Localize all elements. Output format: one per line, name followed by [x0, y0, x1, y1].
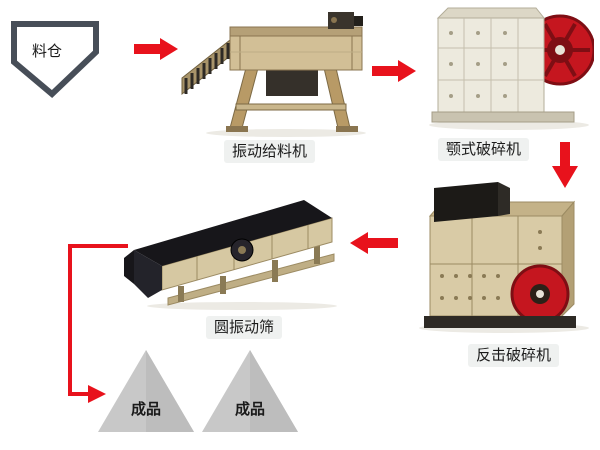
- product-pile-2: 成品: [202, 350, 298, 432]
- product-label: 成品: [234, 401, 265, 418]
- impact-crusher-node: [412, 176, 592, 336]
- impact-crusher-label: 反击破碎机: [468, 344, 560, 367]
- elbow-arrow-icon: [68, 244, 128, 403]
- jaw-crusher-illustration: [429, 7, 594, 130]
- product-label: 成品: [130, 401, 161, 418]
- arrow-right-icon: [134, 38, 178, 60]
- hopper-node: 料仓: [8, 16, 118, 102]
- vibrating-screen-node: [122, 190, 352, 310]
- product-pile-1: 成品: [98, 350, 194, 432]
- jaw-crusher-node: [424, 4, 594, 134]
- impact-crusher-illustration: [419, 182, 589, 333]
- hopper-label: 料仓: [32, 43, 63, 60]
- vibrating-feeder-illustration: [181, 12, 366, 137]
- vibrating-feeder-node: [178, 8, 373, 138]
- vibrating-screen-illustration: [124, 200, 337, 310]
- vibrating-feeder-label: 振动给料机: [224, 140, 316, 163]
- jaw-crusher-label: 颚式破碎机: [438, 138, 530, 161]
- arrow-down-icon: [552, 142, 578, 188]
- arrow-right-icon: [372, 60, 416, 82]
- arrow-left-icon: [350, 232, 398, 254]
- stone-pile-icon: [98, 350, 194, 432]
- hopper-icon: [11, 21, 99, 99]
- stone-pile-icon: [202, 350, 298, 432]
- vibrating-screen-label: 圆振动筛: [206, 316, 283, 339]
